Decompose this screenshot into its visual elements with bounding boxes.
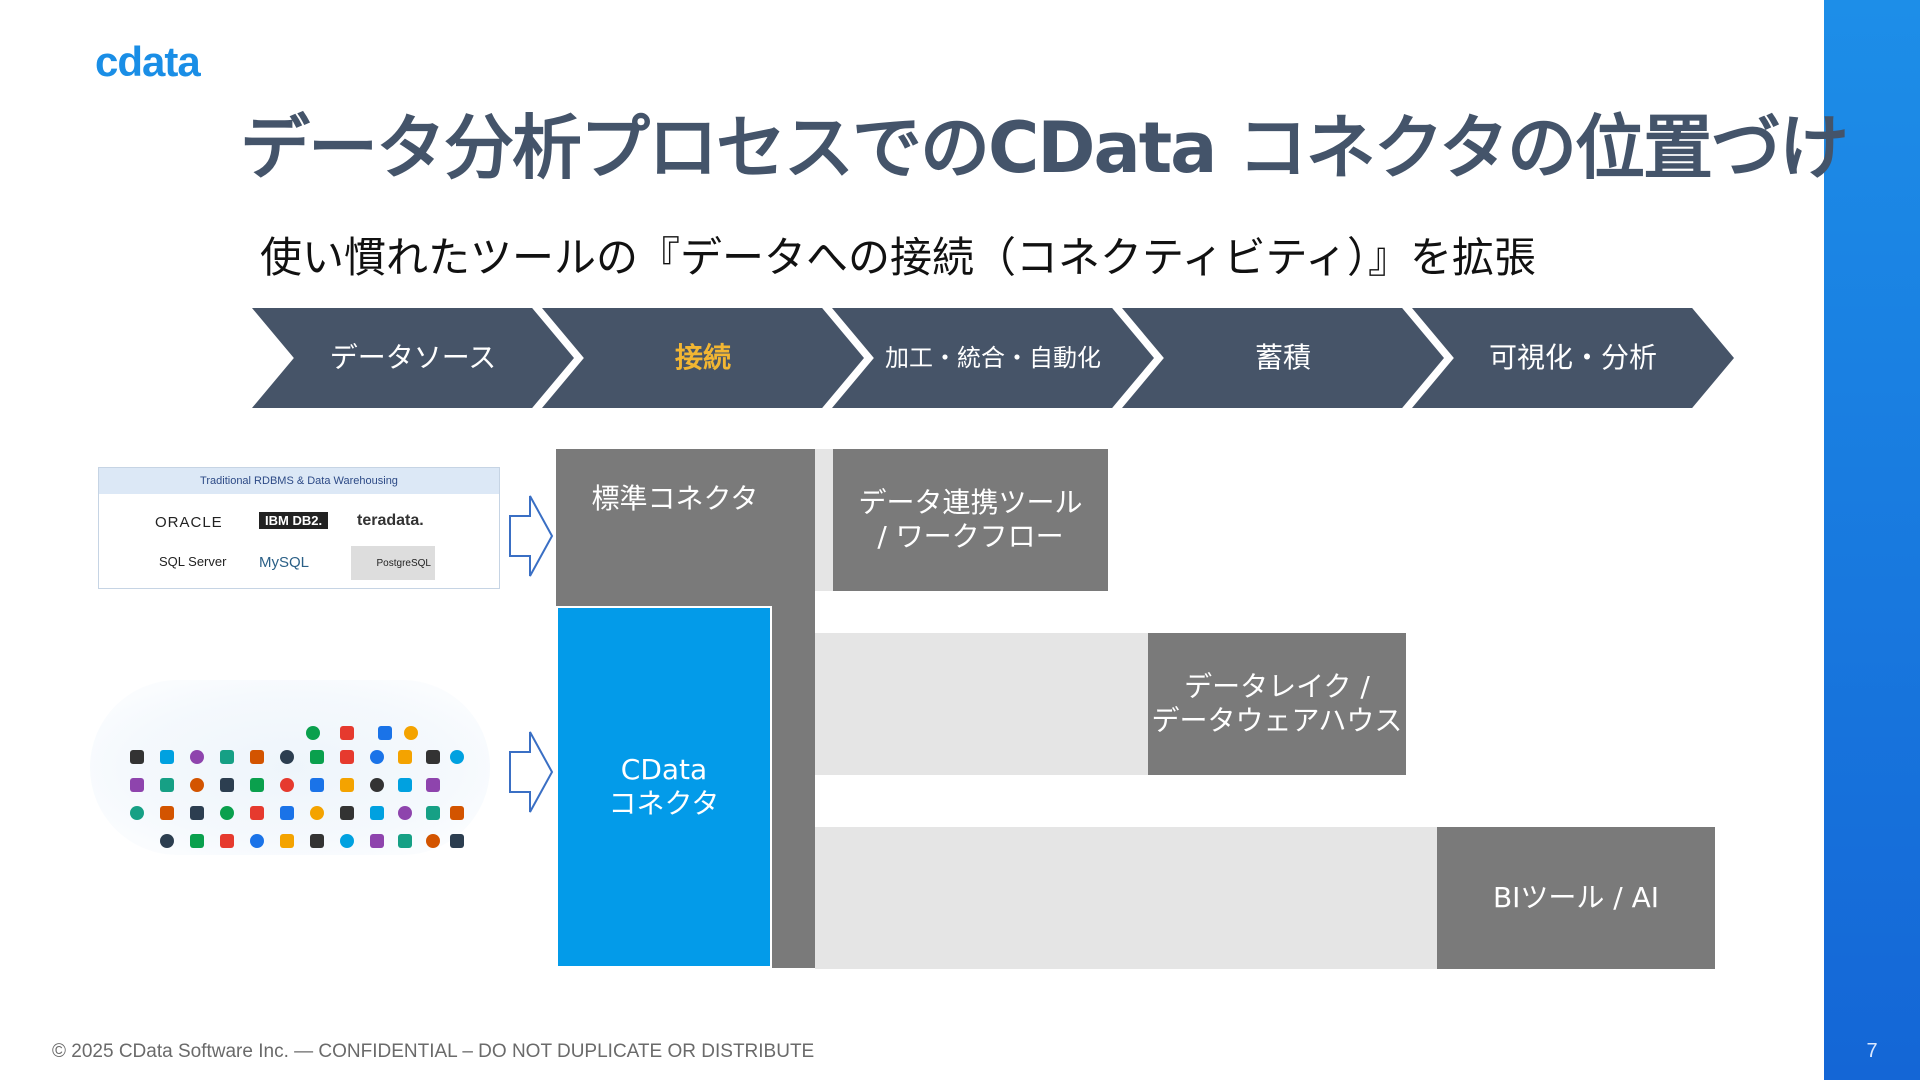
saas-logo-icon bbox=[250, 834, 264, 848]
saas-logo-icon bbox=[310, 806, 324, 820]
standard-connector-label: 標準コネクタ bbox=[591, 482, 759, 515]
saas-source-cloud bbox=[90, 680, 490, 855]
saas-logo-icon bbox=[160, 778, 174, 792]
saas-logo-icon bbox=[190, 778, 204, 792]
workflow-tool-label: データ連携ツール / ワークフロー bbox=[858, 486, 1083, 553]
bi-block: BIツール / AI bbox=[1437, 827, 1715, 969]
arrow-right-icon bbox=[509, 731, 554, 813]
bi-band bbox=[815, 827, 1437, 969]
saas-logo-icon bbox=[190, 806, 204, 820]
saas-logo-icon bbox=[340, 750, 354, 764]
mysql-logo: MySQL bbox=[259, 554, 310, 571]
saas-logo-icon bbox=[190, 834, 204, 848]
saas-logo-icon bbox=[280, 834, 294, 848]
process-step-data-source: データソース bbox=[252, 308, 574, 408]
sql-server-logo: SQL Server bbox=[159, 554, 227, 569]
saas-logo-icon bbox=[426, 806, 440, 820]
saas-logo-icon bbox=[130, 778, 144, 792]
arrow-right-icon bbox=[509, 495, 554, 577]
slide-subtitle: 使い慣れたツールの『データへの接続（コネクティビティ）』を拡張 bbox=[260, 233, 1536, 282]
saas-logo-icon bbox=[426, 750, 440, 764]
saas-logo-icon bbox=[280, 806, 294, 820]
rdbms-source-panel: Traditional RDBMS & Data Warehousing ORA… bbox=[98, 467, 500, 589]
saas-logo-icon bbox=[450, 806, 464, 820]
saas-logo-icon bbox=[450, 834, 464, 848]
process-step-label: 接続 bbox=[674, 341, 731, 374]
slide-title: データ分析プロセスでのCData コネクタの位置づけ bbox=[240, 107, 1849, 189]
process-step-label: 加工・統合・自動化 bbox=[885, 344, 1101, 372]
cdata-logo: cdata bbox=[95, 38, 201, 85]
datalake-block: データレイク / データウェアハウス bbox=[1148, 633, 1406, 775]
saas-logo-icon bbox=[220, 834, 234, 848]
saas-logo-icon bbox=[340, 806, 354, 820]
oracle-logo: ORACLE bbox=[155, 514, 223, 531]
teradata-logo: teradata. bbox=[357, 512, 424, 529]
saas-logo-icon bbox=[280, 778, 294, 792]
process-step-label: 可視化・分析 bbox=[1488, 341, 1657, 374]
postgresql-logo: PostgreSQL bbox=[351, 546, 435, 580]
saas-logo-icon bbox=[310, 834, 324, 848]
saas-logo-icon bbox=[190, 750, 204, 764]
saas-logo-icon bbox=[280, 750, 294, 764]
saas-logo-icon bbox=[306, 726, 320, 740]
saas-logo-icon bbox=[220, 806, 234, 820]
saas-logo-icon bbox=[130, 806, 144, 820]
saas-logo-icon bbox=[130, 750, 144, 764]
right-accent-band bbox=[1824, 0, 1920, 1080]
process-step-label: データソース bbox=[329, 341, 497, 374]
bi-label: BIツール / AI bbox=[1492, 881, 1660, 915]
saas-logo-icon bbox=[398, 806, 412, 820]
saas-logo-icon bbox=[160, 834, 174, 848]
saas-logo-icon bbox=[160, 806, 174, 820]
saas-logo-icon bbox=[220, 778, 234, 792]
saas-logo-icon bbox=[370, 834, 384, 848]
ibm-db2-logo: IBM DB2. bbox=[259, 512, 329, 529]
saas-logo-icon bbox=[370, 778, 384, 792]
cdata-connector-block: CData コネクタ bbox=[556, 606, 772, 968]
process-step-label: 蓄積 bbox=[1254, 341, 1311, 374]
saas-logo-icon bbox=[340, 726, 354, 740]
saas-logo-icon bbox=[450, 750, 464, 764]
process-step-visualization: 可視化・分析 bbox=[1412, 308, 1734, 408]
process-step-storage: 蓄積 bbox=[1122, 308, 1444, 408]
saas-logo-icon bbox=[340, 834, 354, 848]
saas-logo-icon bbox=[250, 750, 264, 764]
saas-logo-icon bbox=[250, 778, 264, 792]
saas-logo-icon bbox=[370, 750, 384, 764]
saas-logo-icon bbox=[378, 726, 392, 740]
process-step-processing: 加工・統合・自動化 bbox=[832, 308, 1154, 408]
saas-logo-icon bbox=[250, 806, 264, 820]
saas-logo-icon bbox=[426, 778, 440, 792]
saas-logo-icon bbox=[160, 750, 174, 764]
workflow-tool-block: データ連携ツール / ワークフロー bbox=[833, 449, 1108, 591]
datalake-band bbox=[815, 633, 1148, 775]
page-number: 7 bbox=[1866, 1040, 1878, 1062]
cdata-connector-label: CData コネクタ bbox=[608, 753, 720, 820]
saas-logo-icon bbox=[398, 750, 412, 764]
saas-logo-icon bbox=[398, 778, 412, 792]
saas-logo-icon bbox=[426, 834, 440, 848]
process-step-connection: 接続 bbox=[542, 308, 864, 408]
footer-confidential: © 2025 CData Software Inc. — CONFIDENTIA… bbox=[52, 1041, 815, 1062]
saas-logo-icon bbox=[310, 750, 324, 764]
band-strip bbox=[815, 449, 833, 591]
saas-logo-icon bbox=[370, 806, 384, 820]
saas-logo-icon bbox=[220, 750, 234, 764]
saas-logo-icon bbox=[398, 834, 412, 848]
saas-logo-icon bbox=[310, 778, 324, 792]
saas-logo-icon bbox=[340, 778, 354, 792]
rdbms-panel-title: Traditional RDBMS & Data Warehousing bbox=[99, 468, 499, 494]
saas-logo-icon bbox=[404, 726, 418, 740]
datalake-label: データレイク / データウェアハウス bbox=[1151, 670, 1403, 737]
